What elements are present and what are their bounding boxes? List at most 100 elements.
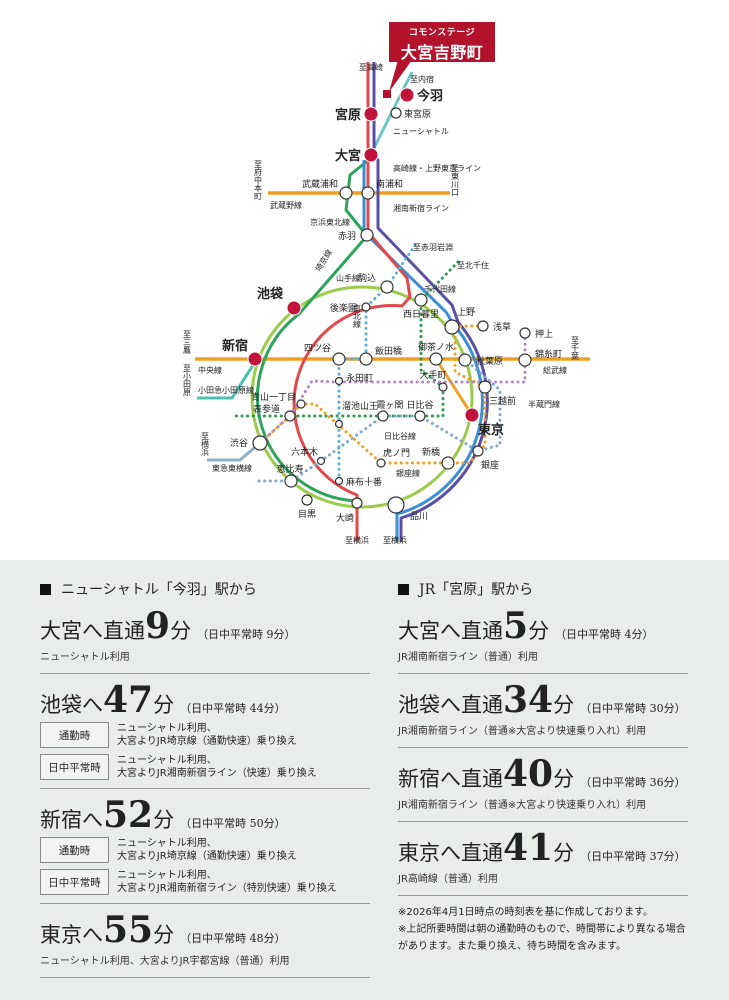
minutes-unit: 分 bbox=[153, 808, 175, 832]
route-map: 今羽東宮原宮原大宮武蔵浦和南浦和赤羽駒込西日暮里池袋後楽園上野浅草押上新宿四ツ谷… bbox=[183, 60, 590, 545]
station-marker bbox=[472, 445, 484, 457]
station-label: 品川 bbox=[410, 511, 428, 522]
offpeak-time: （日中平常時 37分） bbox=[580, 850, 686, 863]
option-tag: 日中平常時 bbox=[40, 754, 109, 780]
station-marker bbox=[519, 327, 531, 339]
minutes-unit: 分 bbox=[528, 619, 550, 643]
station-label: 浅草 bbox=[493, 321, 511, 333]
station-label: 四ツ谷 bbox=[304, 343, 331, 354]
station-marker bbox=[414, 410, 426, 422]
station: 大手町 bbox=[419, 369, 448, 392]
line-label: 小田急小田原線 bbox=[198, 385, 254, 395]
station-marker bbox=[332, 352, 346, 366]
line-label: 至小田原 bbox=[183, 364, 192, 396]
route-minutes: 52 bbox=[103, 794, 154, 836]
line-label: 高崎線・上野東京ライン bbox=[393, 163, 481, 173]
station-marker bbox=[360, 228, 374, 242]
station-marker bbox=[380, 280, 394, 294]
option-line: ニューシャトル利用、 bbox=[117, 755, 217, 766]
station-marker bbox=[252, 435, 268, 451]
station-marker bbox=[441, 456, 455, 470]
station: 秋葉原 bbox=[458, 353, 503, 367]
option-line: ニューシャトル利用、 bbox=[117, 838, 217, 849]
station: 目黒 bbox=[298, 494, 316, 520]
station-label: 渋谷 bbox=[230, 437, 248, 449]
route-destination: 東京へ直通 bbox=[398, 841, 503, 865]
station-label: 新橋 bbox=[422, 446, 440, 458]
option-line: 大宮よりJR埼京線（通勤快速）乗り換え bbox=[117, 736, 297, 747]
station-label: 飯田橋 bbox=[375, 345, 402, 357]
line-label: 至高崎 bbox=[359, 62, 383, 72]
offpeak-time: （日中平常時 48分） bbox=[180, 932, 286, 945]
station: 東京 bbox=[464, 407, 504, 438]
minutes-unit: 分 bbox=[170, 619, 192, 643]
station-label: 池袋 bbox=[257, 286, 284, 302]
station-label: 永田町 bbox=[346, 372, 373, 384]
station-label: 霞ヶ関 bbox=[376, 400, 403, 411]
option-line: 大宮よりJR湘南新宿ライン（快速）乗り換え bbox=[117, 768, 317, 779]
option-tag: 日中平常時 bbox=[40, 869, 109, 895]
station-marker bbox=[301, 494, 313, 506]
station: 飯田橋 bbox=[359, 345, 402, 366]
station: 西日暮里 bbox=[403, 293, 439, 320]
route-note: JR湘南新宿ライン（普通）利用 bbox=[398, 652, 538, 663]
station-marker bbox=[376, 458, 386, 468]
route-option: 通勤時ニューシャトル利用、大宮よりJR埼京線（通勤快速）乗り換え bbox=[40, 837, 370, 863]
saikyo-line bbox=[256, 156, 372, 503]
station-label: 大宮 bbox=[335, 148, 361, 164]
heading-text: ニューシャトル「今羽」駅から bbox=[61, 582, 257, 598]
route-option: 日中平常時ニューシャトル利用、大宮よりJR湘南新宿ライン（快速）乗り換え bbox=[40, 754, 370, 780]
station: 渋谷 bbox=[230, 435, 268, 451]
route-note: ニューシャトル利用 bbox=[40, 652, 130, 663]
station: 浅草 bbox=[477, 320, 511, 333]
station-marker bbox=[361, 186, 375, 200]
station-label: 駒込 bbox=[358, 272, 376, 284]
station-marker bbox=[458, 353, 472, 367]
station-marker bbox=[478, 380, 492, 394]
station-marker bbox=[351, 497, 363, 509]
station-label: 赤羽 bbox=[338, 231, 356, 242]
route-option: 通勤時ニューシャトル利用、大宮よりJR埼京線（通勤快速）乗り換え bbox=[40, 722, 370, 748]
station: 大崎 bbox=[336, 497, 363, 524]
station-marker bbox=[339, 186, 353, 200]
station: 虎ノ門 bbox=[376, 447, 410, 468]
minutes-unit: 分 bbox=[553, 841, 575, 865]
station-label: 虎ノ門 bbox=[383, 447, 410, 459]
station: 宮原 bbox=[335, 106, 379, 123]
route-destination: 大宮へ直通 bbox=[398, 619, 503, 643]
route-destination: 新宿へ bbox=[40, 808, 103, 832]
station: 東宮原 bbox=[390, 107, 431, 120]
line-label: 半蔵門線 bbox=[528, 399, 560, 409]
hibiya-line bbox=[256, 360, 502, 483]
option-line: ニューシャトル利用、 bbox=[117, 870, 217, 881]
station-label: 武蔵浦和 bbox=[302, 178, 338, 190]
route-destination: 池袋へ直通 bbox=[398, 693, 503, 717]
major-station-marker bbox=[464, 407, 480, 423]
footnotes: ※2026年4月1日時点の時刻表を基に作成しております。 ※上記所要時間は朝の通… bbox=[398, 904, 688, 955]
route-minutes: 47 bbox=[103, 679, 154, 721]
station-marker bbox=[477, 320, 489, 332]
station-marker bbox=[377, 410, 389, 422]
tokyu-toyoko-line bbox=[207, 441, 261, 462]
line-label: 埼京線 bbox=[313, 248, 334, 274]
station: 銀座 bbox=[472, 445, 499, 471]
station: 青山一丁目 bbox=[251, 391, 306, 409]
site-marker bbox=[383, 90, 391, 98]
line-label: 湘南新宿ライン bbox=[393, 203, 449, 213]
station-label: 六本木 bbox=[291, 446, 318, 458]
station-label: 西日暮里 bbox=[403, 308, 439, 320]
odakyu-line bbox=[197, 361, 257, 400]
major-station-marker bbox=[286, 300, 302, 316]
station-label: 青山一丁目 bbox=[251, 391, 296, 403]
major-station-marker bbox=[363, 147, 379, 163]
station: 新宿 bbox=[222, 338, 263, 367]
station-label: 宮原 bbox=[335, 107, 361, 123]
route-destination: 東京へ bbox=[40, 923, 103, 947]
station: 今羽 bbox=[399, 87, 443, 104]
offpeak-time: （日中平常時 50分） bbox=[180, 817, 286, 830]
